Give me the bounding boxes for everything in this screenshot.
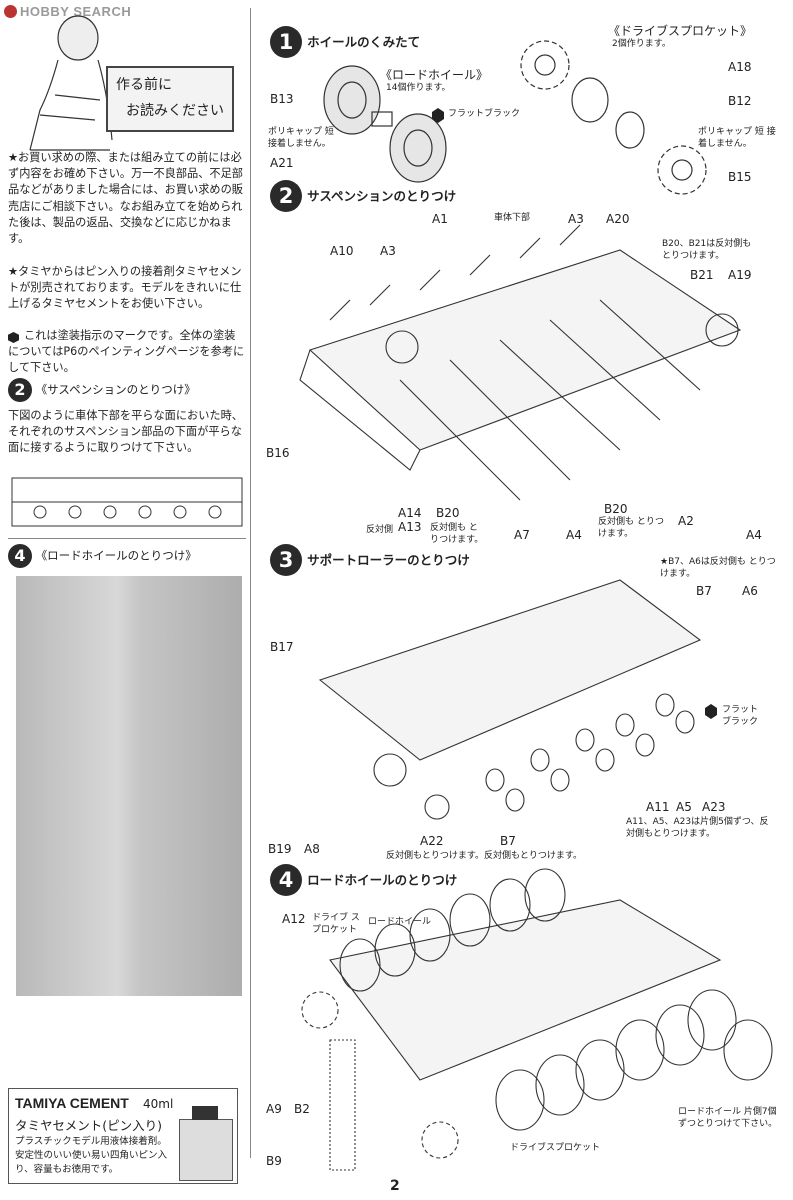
part-label: A21 <box>270 156 294 170</box>
part-label: A19 <box>728 268 752 282</box>
paint-mark-icon <box>432 108 444 123</box>
b20-b21-note: B20、B21は反対側もとりつけます。 <box>662 239 752 261</box>
cement-bottle-icon <box>179 1106 233 1181</box>
flat-black-label: フラット ブラック <box>722 705 759 727</box>
part-label: B16 <box>266 446 290 460</box>
polycap-note-2: ポリキャップ 短 接着しません。 <box>698 127 776 149</box>
drive-sprocket-label: 《ドライブスプロケット》 <box>608 24 753 38</box>
part-label: A14 <box>398 506 422 520</box>
paint-mark-icon <box>705 704 717 719</box>
part-label: A4 <box>566 528 582 542</box>
step-3-heading: 3 サポートローラーのとりつけ <box>270 544 470 576</box>
drive-sprocket-assembly <box>520 40 707 195</box>
part-label: A22 <box>420 834 444 848</box>
paint-mark-icon <box>8 332 19 343</box>
sprocket-qty: 2個作ります。 <box>612 39 671 49</box>
part-label: A1 <box>432 212 448 226</box>
part-label: A9 <box>266 1102 282 1116</box>
step-4-heading: 4 ロードホイールのとりつけ <box>270 864 457 896</box>
b20-opp-note: 反対側も とりつけます。 <box>598 517 664 539</box>
part-label: A6 <box>742 584 758 598</box>
suspension-guide-text: 下図のように車体下部を平らな面においた時、それぞれのサスペンション部品の下面が平… <box>8 409 243 455</box>
polycap-note: ポリキャップ 短 接着しません。 <box>268 127 334 149</box>
part-label: A8 <box>304 842 320 856</box>
part-label: A3 <box>568 212 584 226</box>
side-section-road-wheel-heading: 4 《ロードホイールのとりつけ》 <box>8 544 197 568</box>
page-number: 2 <box>390 1178 400 1194</box>
a22-note: 反対側もとりつけます。 <box>386 851 485 861</box>
opp-also-note: 反対側も とりつけます。 <box>430 523 484 545</box>
paint-mark-note: これは塗装指示のマークです。全体の塗装についてはP6のペインティングページを参考… <box>8 329 245 375</box>
mascot-illustration <box>29 15 113 151</box>
lower-hull-label: 車体下部 <box>494 213 531 223</box>
part-label: A20 <box>606 212 630 226</box>
part-label: B15 <box>728 170 752 184</box>
part-label: B19 <box>268 842 292 856</box>
part-label: A18 <box>728 60 752 74</box>
lower-hull-suspension <box>299 224 742 501</box>
part-label: A11 <box>646 800 670 814</box>
part-label: B7 <box>696 584 712 598</box>
drive-sprocket-label: ドライブ スプロケット <box>312 913 360 935</box>
drive-sprocket-label-bottom: ドライブスプロケット <box>510 1143 601 1153</box>
road-wheel-label: 《ロードホイール》 <box>380 68 489 82</box>
part-label: A12 <box>282 912 306 926</box>
read-before-assembly-box: 作る前に お読みください <box>106 66 234 132</box>
watermark: HOBBY SEARCH <box>4 4 131 19</box>
road-wheel-photo <box>16 576 242 996</box>
column-divider <box>250 8 251 1158</box>
part-label: A7 <box>514 528 530 542</box>
part-label: B12 <box>728 94 752 108</box>
lower-hull-support-rollers <box>318 579 702 820</box>
cement-description: プラスチックモデル用液体接着剤。安定性のいい使い易い四角いピン入り、容量もお徳用… <box>15 1136 168 1175</box>
part-label: B20 <box>436 506 460 520</box>
road-wheel-count-note: ロードホイール 片側7個ずつとりつけて下さい。 <box>678 1107 778 1129</box>
cement-brand: TAMIYA CEMENT <box>15 1095 129 1111</box>
part-label: A10 <box>330 244 354 258</box>
road-wheel-assembly <box>323 65 447 183</box>
section-divider <box>8 538 246 539</box>
road-wheel-qty: 14個作ります。 <box>386 83 451 93</box>
part-label: A3 <box>380 244 396 258</box>
hobby-search-logo-icon <box>4 5 17 18</box>
side-section-suspension-heading: 2 《サスペンションのとりつけ》 <box>8 378 196 402</box>
intro-paragraph-2: ★タミヤからはピン入りの接着剤タミヤセメントが別売されております。モデルをきれい… <box>8 265 242 311</box>
flat-black-label: フラットブラック <box>448 109 521 119</box>
part-label: B7 <box>500 834 516 848</box>
part-label: A4 <box>746 528 762 542</box>
cement-volume: 40ml <box>143 1097 174 1111</box>
a11-a5-a23-note: A11、A5、A23は片側5個ずつ、反対側もとりつけます。 <box>626 817 769 839</box>
step-1-heading: 1 ホイールのくみたて <box>270 26 420 58</box>
part-label: A13 <box>398 520 422 534</box>
hull-side-profile <box>11 477 243 527</box>
part-label: B2 <box>294 1102 310 1116</box>
step-2-heading: 2 サスペンションのとりつけ <box>270 180 456 212</box>
b7-a6-note: ★B7、A6は反対側も とりつけます。 <box>660 557 776 579</box>
lower-hull-road-wheels <box>301 868 773 1171</box>
tamiya-cement-ad: TAMIYA CEMENT 40ml タミヤセメント(ピン入り) プラスチックモ… <box>8 1088 238 1184</box>
part-label: B13 <box>270 92 294 106</box>
road-wheel-label: ロードホイール <box>368 917 432 927</box>
part-label: B9 <box>266 1154 282 1168</box>
part-label: A23 <box>702 800 726 814</box>
intro-paragraph-1: ★お買い求めの際、または組み立ての前には必ず内容をお確め下さい。万一不良部品、不… <box>8 151 243 246</box>
part-label: B21 <box>690 268 714 282</box>
part-label: A2 <box>678 514 694 528</box>
part-label: B17 <box>270 640 294 654</box>
b7-note: 反対側もとりつけます。 <box>484 851 583 861</box>
part-label: A5 <box>676 800 692 814</box>
opp-side-label: 反対側 <box>366 525 394 535</box>
cement-name: タミヤセメント(ピン入り) <box>15 1118 163 1133</box>
part-label: B20 <box>604 502 628 516</box>
